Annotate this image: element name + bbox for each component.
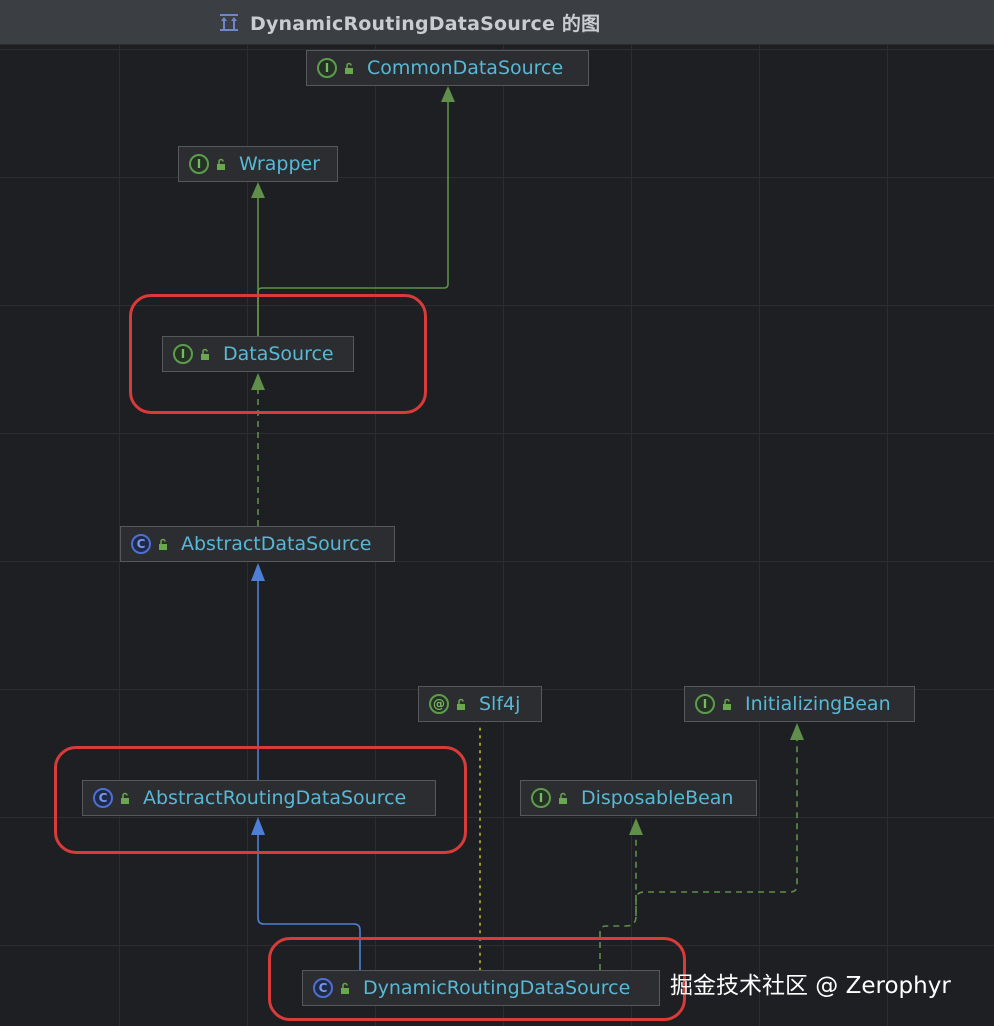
arrowhead-commondatasource — [441, 86, 455, 102]
arrowhead-disposablebean — [629, 818, 643, 835]
unlocked-icon — [201, 348, 209, 360]
interface-icon: I — [173, 344, 193, 364]
node-wrapper[interactable]: I Wrapper — [178, 146, 338, 182]
unlocked-icon — [723, 698, 731, 710]
highlight-dynamicroutingdatasource — [268, 937, 686, 1021]
diagram-icon — [220, 14, 238, 31]
class-icon: C — [93, 788, 113, 808]
node-abstractdatasource[interactable]: C AbstractDataSource — [120, 526, 395, 562]
arrowhead-abstractrouting — [251, 817, 265, 835]
unlocked-icon — [457, 698, 465, 710]
highlight-abstractroutingdatasource — [54, 746, 467, 854]
node-label: AbstractRoutingDataSource — [143, 787, 407, 809]
unlocked-icon — [559, 792, 567, 804]
node-slf4j[interactable]: @ Slf4j — [418, 686, 542, 722]
highlight-datasource — [129, 294, 427, 414]
node-label: InitializingBean — [745, 693, 891, 715]
node-label: DisposableBean — [581, 787, 734, 809]
arrowhead-initializingbean — [790, 723, 804, 740]
node-label: AbstractDataSource — [181, 533, 372, 555]
arrowhead-datasource — [251, 373, 265, 390]
node-label: Slf4j — [479, 693, 521, 715]
arrowhead-wrapper — [251, 182, 265, 198]
unlocked-icon — [121, 792, 129, 804]
node-datasource[interactable]: I DataSource — [162, 336, 354, 372]
node-dynamicroutingdatasource[interactable]: C DynamicRoutingDataSource — [302, 970, 660, 1006]
unlocked-icon — [217, 158, 225, 170]
class-icon: C — [131, 534, 151, 554]
window-title-bar: DynamicRoutingDataSource 的图 — [0, 0, 994, 45]
title-group: DynamicRoutingDataSource 的图 — [218, 0, 600, 44]
node-label: Wrapper — [239, 153, 321, 175]
node-commondatasource[interactable]: I CommonDataSource — [306, 50, 589, 86]
watermark: 掘金技术社区 @ Zerophyr — [670, 973, 951, 999]
interface-icon: I — [189, 154, 209, 174]
interface-icon: I — [531, 788, 551, 808]
node-initializingbean[interactable]: I InitializingBean — [684, 686, 915, 722]
window-title: DynamicRoutingDataSource 的图 — [250, 12, 601, 35]
node-label: DynamicRoutingDataSource — [363, 977, 631, 999]
edge-dynamic-initializingbean — [635, 738, 798, 916]
diagram-canvas[interactable] — [0, 45, 994, 1026]
unlocked-icon — [345, 62, 353, 74]
class-icon: C — [313, 978, 333, 998]
interface-icon: I — [695, 694, 715, 714]
edge-dynamic-abstractrouting — [257, 833, 361, 970]
node-abstractroutingdatasource[interactable]: C AbstractRoutingDataSource — [82, 780, 436, 816]
interface-icon: I — [317, 58, 337, 78]
unlocked-icon — [341, 982, 349, 994]
annotation-icon: @ — [429, 694, 449, 714]
node-disposablebean[interactable]: I DisposableBean — [520, 780, 757, 816]
arrowhead-abstractdatasource — [251, 563, 265, 581]
node-label: CommonDataSource — [367, 57, 564, 79]
node-label: DataSource — [223, 343, 334, 365]
unlocked-icon — [159, 538, 167, 550]
edge-dynamic-disposablebean — [599, 833, 637, 970]
